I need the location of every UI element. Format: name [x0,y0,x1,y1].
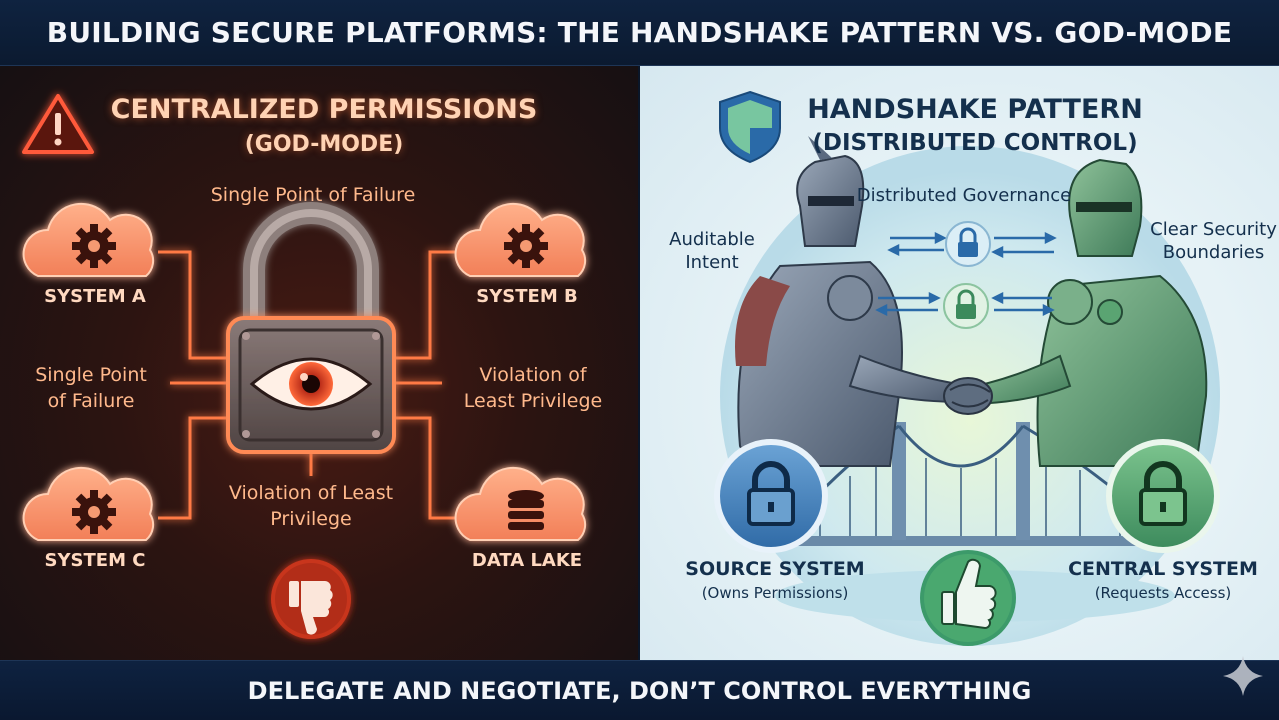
thumbs-up-icon [920,550,1016,646]
connector-lines [158,250,460,520]
label-central-system: CENTRAL SYSTEM [1068,558,1258,580]
knight-icon-blue [735,136,964,467]
warning-icon [22,94,94,154]
label-auditable-intent-line1: Auditable [669,229,755,250]
label-source-system-sub: (Owns Permissions) [701,584,849,602]
label-single-point-left-line2: of Failure [47,390,135,412]
label-auditable-intent-line2: Intent [685,252,739,273]
label-clear-boundaries-line1: Clear Security [1150,219,1277,240]
label-violation-right-line1: Violation of [479,364,587,386]
knight-icon-green [972,158,1208,467]
label-central-system-sub: (Requests Access) [1094,584,1232,602]
label-violation-right-line2: Least Privilege [463,390,603,412]
footer-tagline: DELEGATE AND NEGOTIATE, DON’T CONTROL EV… [247,676,1032,705]
label-violation-bottom-line1: Violation of Least [228,482,394,504]
right-panel-handshake: HANDSHAKE PATTERN (DISTRIBUTED CONTROL) … [640,66,1279,660]
label-single-point-left: Single Point of Failure [10,362,172,414]
label-clear-boundaries: Clear Security Boundaries [1148,218,1279,264]
left-panel-centralized: CENTRALIZED PERMISSIONS (GOD-MODE) Singl… [0,66,638,660]
lock-icon-small-top [945,221,991,267]
label-single-point-left-line1: Single Point [35,364,147,386]
label-clear-boundaries-line2: Boundaries [1162,242,1265,263]
gear-icon [504,224,548,268]
label-system-b: SYSTEM B [476,286,578,307]
thumbs-down-icon [271,559,351,639]
left-diagram-graphics [22,94,587,639]
header-bar: BUILDING SECURE PLATFORMS: THE HANDSHAKE… [0,0,1279,66]
label-source-system: SOURCE SYSTEM [685,558,865,580]
padlock-eye-icon [226,202,396,454]
footer-bar: DELEGATE AND NEGOTIATE, DON’T CONTROL EV… [0,660,1279,720]
shield-icon [719,90,781,164]
label-distributed-governance: Distributed Governance [856,185,1072,206]
left-title: CENTRALIZED PERMISSIONS [110,94,538,125]
sparkle-icon [1223,656,1263,696]
gear-icon [72,224,116,268]
label-auditable-intent: Auditable Intent [656,228,768,274]
right-title: HANDSHAKE PATTERN [807,94,1143,125]
label-single-point-top: Single Point of Failure [210,184,416,206]
label-system-c: SYSTEM C [44,550,146,571]
label-violation-bottom-line2: Privilege [270,508,352,530]
lock-icon-central [1106,439,1220,553]
right-diagram-graphics [714,90,1220,646]
lock-icon-small-bottom [943,283,989,329]
lock-icon-source [714,439,828,553]
right-subtitle: (DISTRIBUTED CONTROL) [812,130,1138,156]
arrows-exchange-icon [875,231,1057,317]
handshake-icon [943,377,993,415]
page-title: BUILDING SECURE PLATFORMS: THE HANDSHAKE… [46,16,1233,49]
label-system-a: SYSTEM A [44,286,146,307]
label-violation-right: Violation of Least Privilege [440,362,626,414]
label-data-lake: DATA LAKE [471,550,583,571]
database-icon [508,490,544,530]
gear-icon [72,490,116,534]
left-subtitle: (GOD-MODE) [244,132,404,157]
label-violation-bottom: Violation of Least Privilege [196,480,426,532]
panel-divider [638,66,640,660]
